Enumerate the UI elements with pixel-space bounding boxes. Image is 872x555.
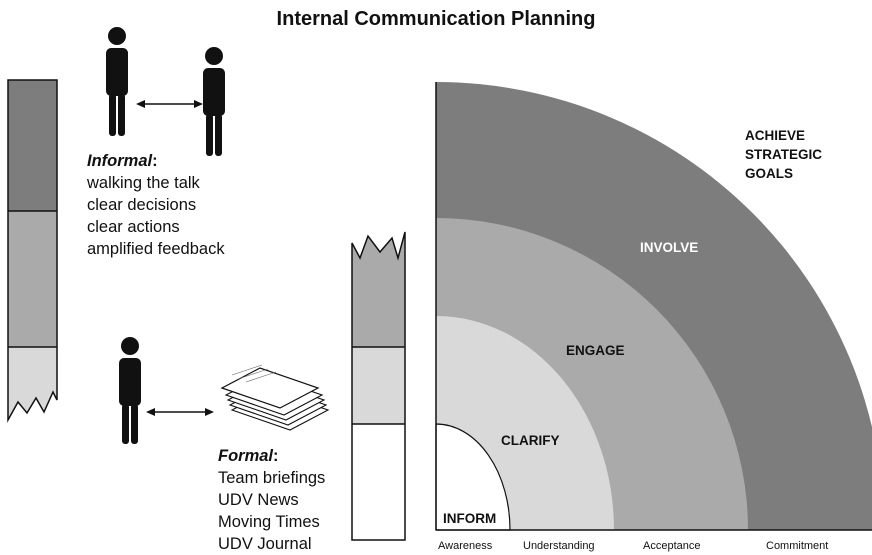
gauge-segment-white [352, 424, 405, 540]
gauge-segment-dark [8, 80, 57, 211]
gauge-segment-mid [352, 232, 405, 347]
zone-label-involve: INVOLVE [640, 240, 699, 255]
person-icon [119, 337, 141, 444]
informal-heading: Informal: [87, 152, 158, 170]
double-arrow-icon [136, 100, 203, 108]
person-icon [203, 47, 225, 156]
zone-label-inform: INFORM [443, 511, 497, 526]
zone-label-clarify: CLARIFY [501, 433, 560, 448]
gauge-segment-light [352, 347, 405, 424]
axis-label-understanding: Understanding [523, 540, 595, 552]
zone-inform [435, 423, 511, 531]
gauge-segment-mid [8, 211, 57, 347]
documents-icon [220, 364, 330, 431]
informal-item: clear decisions [87, 196, 197, 214]
zone-label-engage: ENGAGE [566, 343, 625, 358]
formal-item: UDV News [218, 491, 299, 509]
informal-channels: Informal: walking the talk clear decisio… [87, 150, 225, 260]
diagram-title: Internal Communication Planning [276, 8, 596, 30]
formal-channels: Formal: Team briefings UDV News Moving T… [218, 445, 325, 555]
formal-heading: Formal: [218, 447, 279, 465]
quarter-circle-zones [435, 82, 872, 531]
person-icon [106, 27, 128, 136]
informal-item: walking the talk [87, 174, 200, 192]
goal-label: ACHIEVE STRATEGIC GOALS [745, 128, 822, 181]
axis-label-awareness: Awareness [438, 540, 493, 552]
left-gauge-bar [7, 79, 58, 423]
formal-item: Team briefings [218, 469, 326, 487]
axis-label-commitment: Commitment [766, 540, 829, 552]
axis-label-acceptance: Acceptance [643, 540, 701, 552]
gauge-segment-light [8, 347, 57, 420]
formal-item: UDV Journal [218, 535, 312, 553]
middle-gauge-bar [351, 231, 406, 541]
double-arrow-icon [146, 408, 214, 416]
informal-item: clear actions [87, 218, 180, 236]
informal-item: amplified feedback [87, 240, 225, 258]
formal-item: Moving Times [218, 513, 320, 531]
